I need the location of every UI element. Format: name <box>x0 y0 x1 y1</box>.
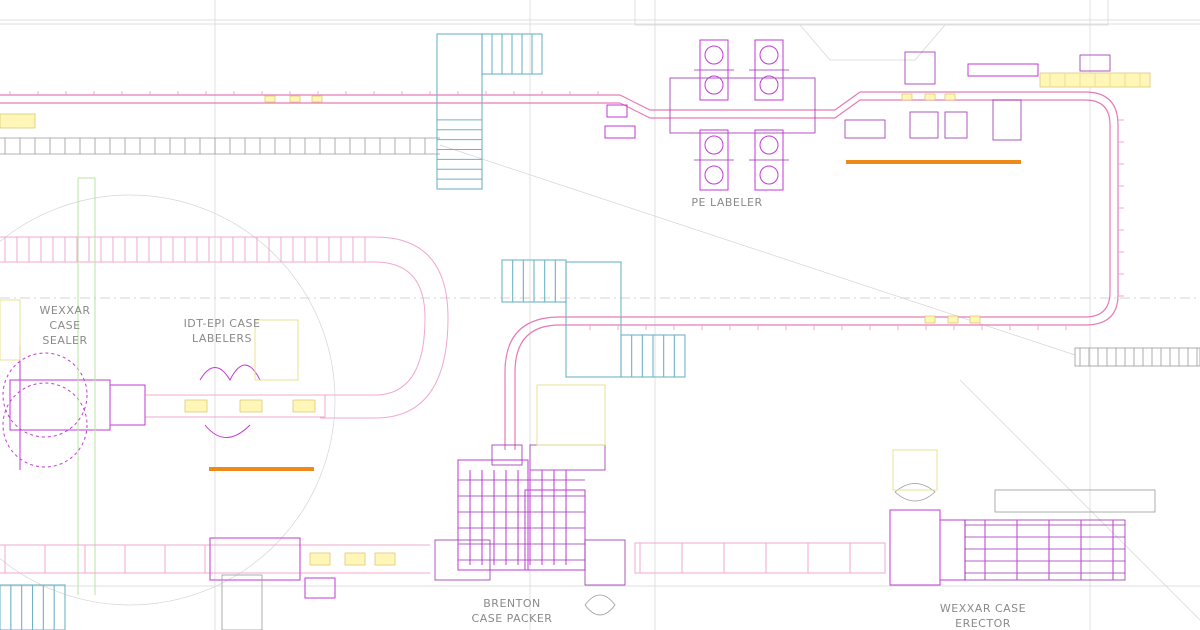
top-right-machines <box>844 51 1111 164</box>
label-pe-labeler: PE LABELER <box>691 196 762 209</box>
label-idt-epi-line1: IDT-EPI CASE <box>184 317 261 330</box>
label-wexxar-sealer-line1: WEXXAR <box>39 304 90 317</box>
label-wexxar-sealer-line3: SEALER <box>42 334 87 347</box>
label-brenton-line2: CASE PACKER <box>472 612 553 625</box>
left-loop-conveyor <box>0 236 449 419</box>
station-labels: PE LABELER WEXXAR CASE SEALER IDT-EPI CA… <box>39 196 1026 630</box>
roller-conveyor-left <box>0 137 440 155</box>
label-wexxar-erector-line1: WEXXAR CASE <box>940 602 1026 615</box>
brenton-case-packer <box>434 384 626 616</box>
pe-labeler-machine <box>604 39 816 191</box>
case-sealer-line <box>0 177 326 595</box>
top-conveyor <box>0 72 1151 450</box>
label-wexxar-erector-line2: ERECTOR <box>955 617 1011 630</box>
bottom-conveyor <box>0 537 886 630</box>
label-wexxar-sealer-line2: CASE <box>49 319 80 332</box>
platforms <box>0 33 686 630</box>
wexxar-case-erector <box>889 449 1156 586</box>
label-idt-epi-line2: LABELERS <box>192 332 252 345</box>
roller-conveyor-right <box>1074 347 1200 367</box>
label-brenton-line1: BRENTON <box>483 597 540 610</box>
